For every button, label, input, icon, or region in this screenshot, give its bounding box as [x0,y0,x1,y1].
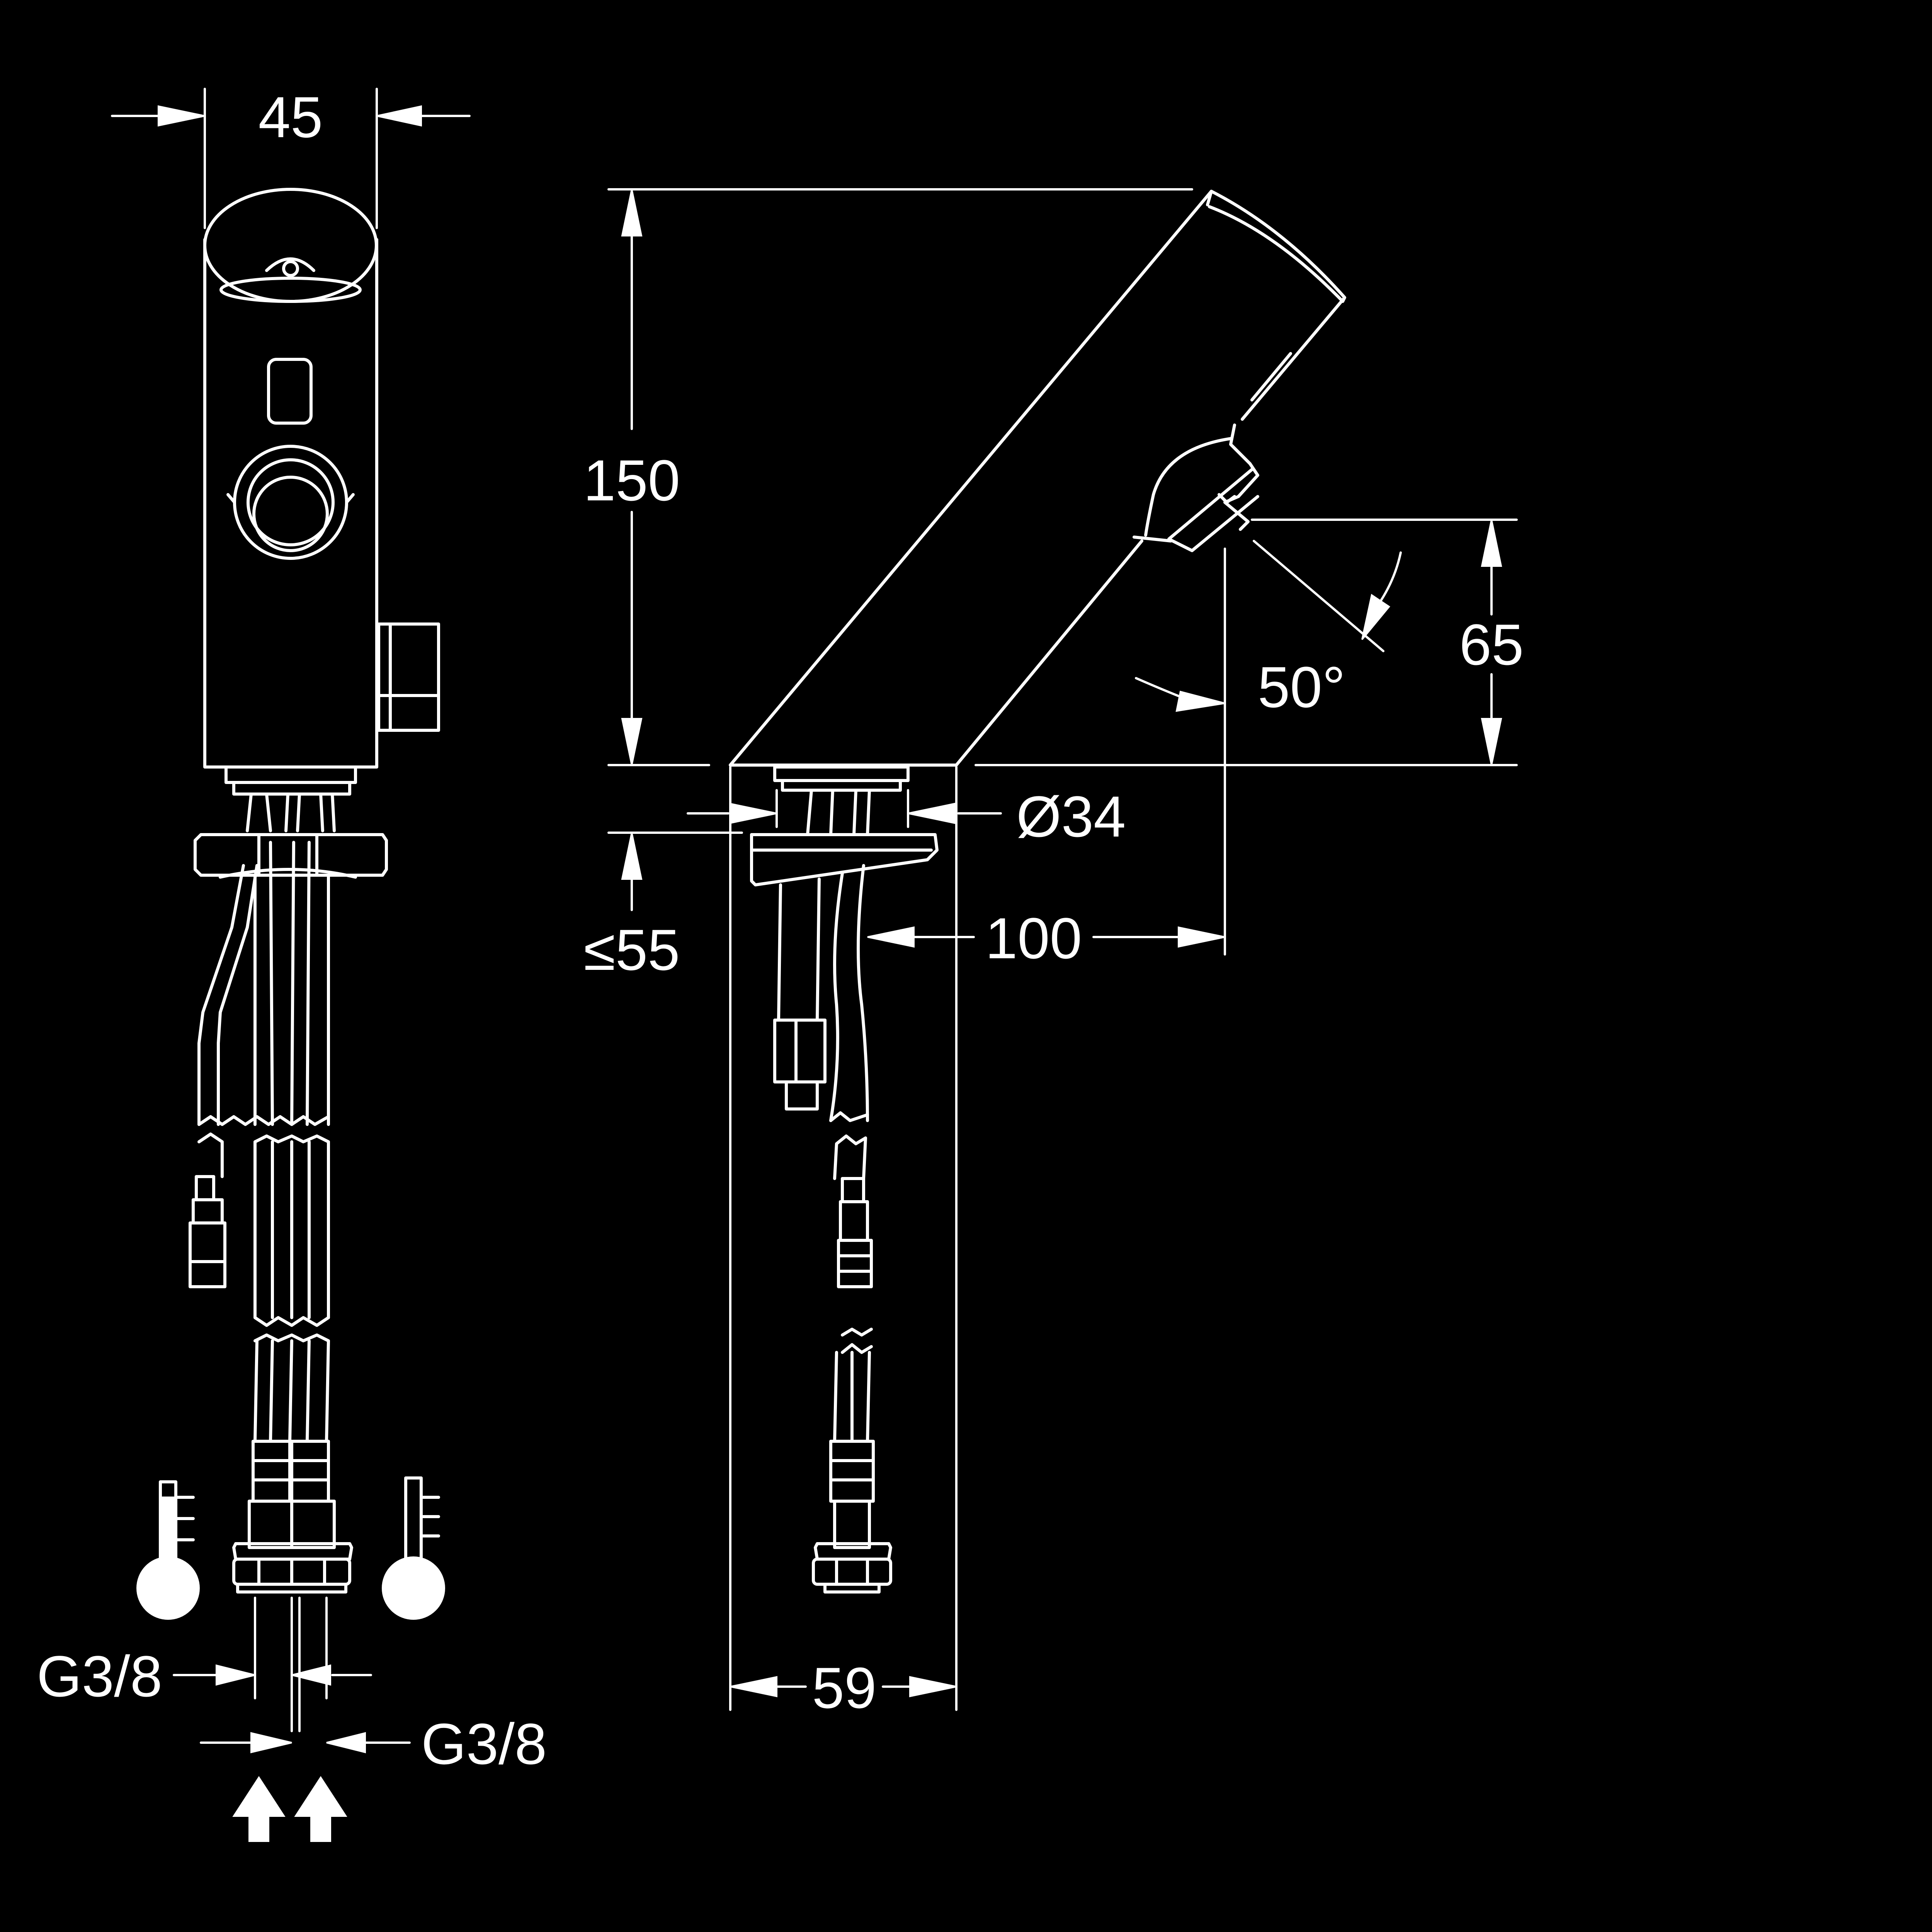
height-dimension [607,188,1193,766]
faucet-body-side [729,190,1346,767]
connection-dimensions [173,1597,411,1753]
power-connector-front [189,1133,226,1288]
diameter-label: Ø34 [1016,784,1126,849]
thermometer-cold-icon [382,1476,445,1620]
aerator [226,445,355,560]
deck-thickness-dimension [607,832,743,911]
projection-label: 100 [985,906,1082,971]
height-label: 150 [583,448,680,513]
thermometer-hot-icon [136,1480,200,1620]
sensor-height-label: 65 [1459,612,1524,677]
side-view [607,188,1518,1711]
diameter-dimension [687,789,1002,828]
base-flange-front [194,765,388,879]
hoses-lower-front [232,1333,353,1594]
base-flange-side [750,765,939,886]
angle-dimension [1135,540,1402,956]
sensor-window [267,358,313,425]
deck-thickness-label: ≤55 [583,917,680,982]
side-button [377,622,440,732]
projection-dimension [867,926,1225,948]
sensor-height-dimension [975,519,1518,766]
depth-dimension [729,766,957,1711]
front-view [111,88,471,1842]
hoses-side [773,864,892,1594]
depth-label: 59 [812,1655,877,1720]
hoses-upper-front [197,841,330,1126]
width-dimension [111,88,471,229]
width-label: 45 [259,85,323,150]
hoses-middle-front [253,1134,330,1327]
supply-arrow-icon [232,1776,347,1842]
connection-right-label: G3/8 [421,1711,547,1776]
angle-label: 50° [1258,655,1345,719]
connection-left-label: G3/8 [37,1644,162,1709]
